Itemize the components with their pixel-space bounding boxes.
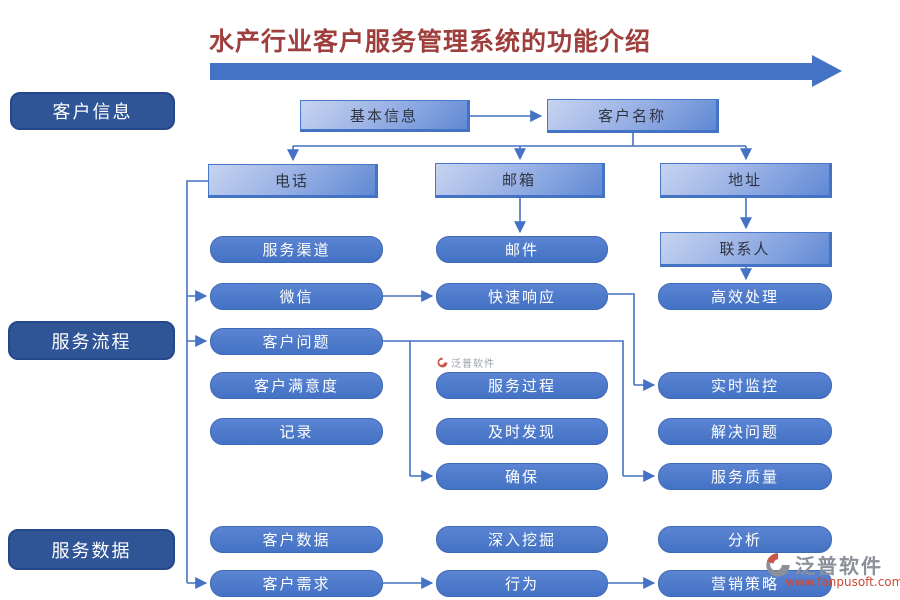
node-customer-demand: 客户需求 — [210, 570, 383, 597]
node-service-course: 服务过程 — [436, 372, 608, 399]
node-contact-person: 联系人 — [660, 232, 832, 267]
node-customer-issue: 客户问题 — [210, 328, 383, 355]
node-email: 邮箱 — [435, 163, 605, 198]
node-customer-name: 客户名称 — [547, 99, 719, 133]
node-solve-problem: 解决问题 — [658, 418, 832, 445]
category-customer-info: 客户信息 — [10, 92, 175, 130]
node-wechat: 微信 — [210, 283, 383, 310]
node-deep-mining: 深入挖掘 — [436, 526, 608, 553]
timeline-arrow-head-icon — [812, 55, 842, 87]
node-analysis: 分析 — [658, 526, 832, 553]
watermark-middle: 泛普软件 — [437, 355, 495, 370]
node-address: 地址 — [660, 163, 832, 198]
category-service-process: 服务流程 — [8, 321, 175, 360]
fanpu-logo-icon — [766, 552, 790, 577]
node-service-channel: 服务渠道 — [210, 236, 383, 263]
watermark-bottom-right: 泛普软件 www.fanpusoft.com — [765, 550, 900, 589]
node-timely-discovery: 及时发现 — [436, 418, 608, 445]
node-service-quality: 服务质量 — [658, 463, 832, 490]
node-marketing-strategy: 营销策略 — [658, 570, 832, 597]
fanpu-logo-icon — [437, 357, 448, 368]
watermark-middle-brand: 泛普软件 — [451, 359, 495, 370]
category-service-data: 服务数据 — [8, 529, 175, 570]
timeline-arrow-body — [210, 63, 812, 80]
node-behavior: 行为 — [436, 570, 608, 597]
node-record: 记录 — [210, 418, 383, 445]
node-customer-data: 客户数据 — [210, 526, 383, 553]
node-mail: 邮件 — [436, 236, 608, 263]
watermark-brand: 泛普软件 — [795, 554, 883, 578]
node-phone: 电话 — [208, 164, 378, 198]
node-quick-response: 快速响应 — [436, 283, 608, 310]
node-realtime-monitor: 实时监控 — [658, 372, 832, 399]
node-satisfaction: 客户满意度 — [210, 372, 383, 399]
watermark-site-url: www.fanpusoft.com — [785, 575, 900, 589]
node-efficient-handling: 高效处理 — [658, 283, 832, 310]
node-basic-info: 基本信息 — [300, 100, 470, 132]
diagram-title: 水产行业客户服务管理系统的功能介绍 — [208, 27, 651, 56]
node-ensure: 确保 — [436, 463, 608, 490]
